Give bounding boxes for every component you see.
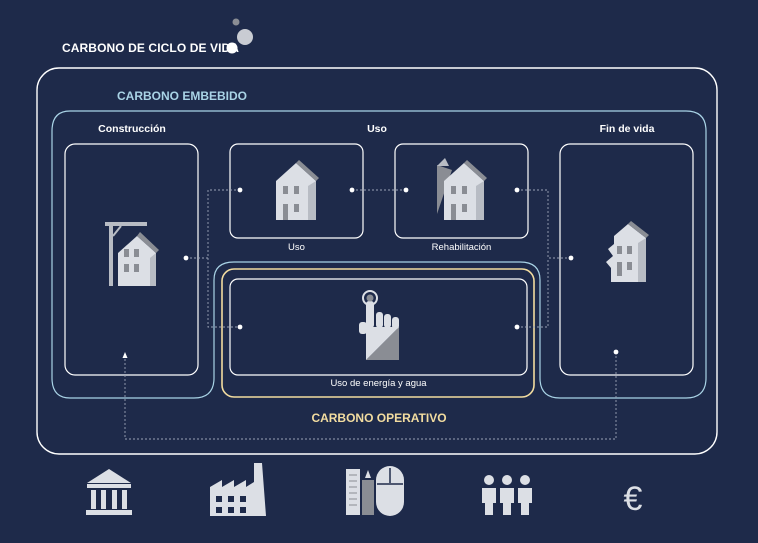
use-caption: Uso <box>288 242 305 253</box>
page-title: CARBONO DE CICLO DE VIDA <box>62 41 240 55</box>
office-mouse-icon <box>346 466 404 516</box>
people-icon <box>482 475 532 515</box>
energy-water-caption: Uso de energía y agua <box>330 378 427 389</box>
house-demolished-icon <box>606 221 649 282</box>
operative-frame <box>221 268 535 398</box>
house-rehabilitation-icon <box>437 158 487 220</box>
use-box <box>229 143 364 239</box>
factory-icon <box>210 463 266 516</box>
embodied-frame <box>51 110 707 399</box>
stage-end-of-life-label: Fin de vida <box>599 123 655 135</box>
stage-construction-label: Construcción <box>98 123 166 135</box>
embodied-carbon-label: CARBONO EMBEBIDO <box>117 89 248 103</box>
connector-dots <box>183 187 619 355</box>
house-construction-icon <box>105 222 159 286</box>
operative-carbon-label: CARBONO OPERATIVO <box>311 411 447 425</box>
rehabilitation-box <box>394 143 529 239</box>
connectors <box>124 189 617 440</box>
end-of-life-box <box>559 143 694 376</box>
stage-use-label: Uso <box>367 123 387 135</box>
rehabilitation-caption: Rehabilitación <box>431 242 492 253</box>
return-arrow-icon <box>122 352 128 358</box>
construction-box <box>64 143 199 376</box>
bank-icon <box>86 469 132 515</box>
lifecycle-frame <box>36 67 718 455</box>
house-use-icon <box>276 160 319 220</box>
hand-switch-icon <box>359 290 399 360</box>
euro-icon: € <box>624 480 643 518</box>
bubbles-icon <box>226 18 253 54</box>
